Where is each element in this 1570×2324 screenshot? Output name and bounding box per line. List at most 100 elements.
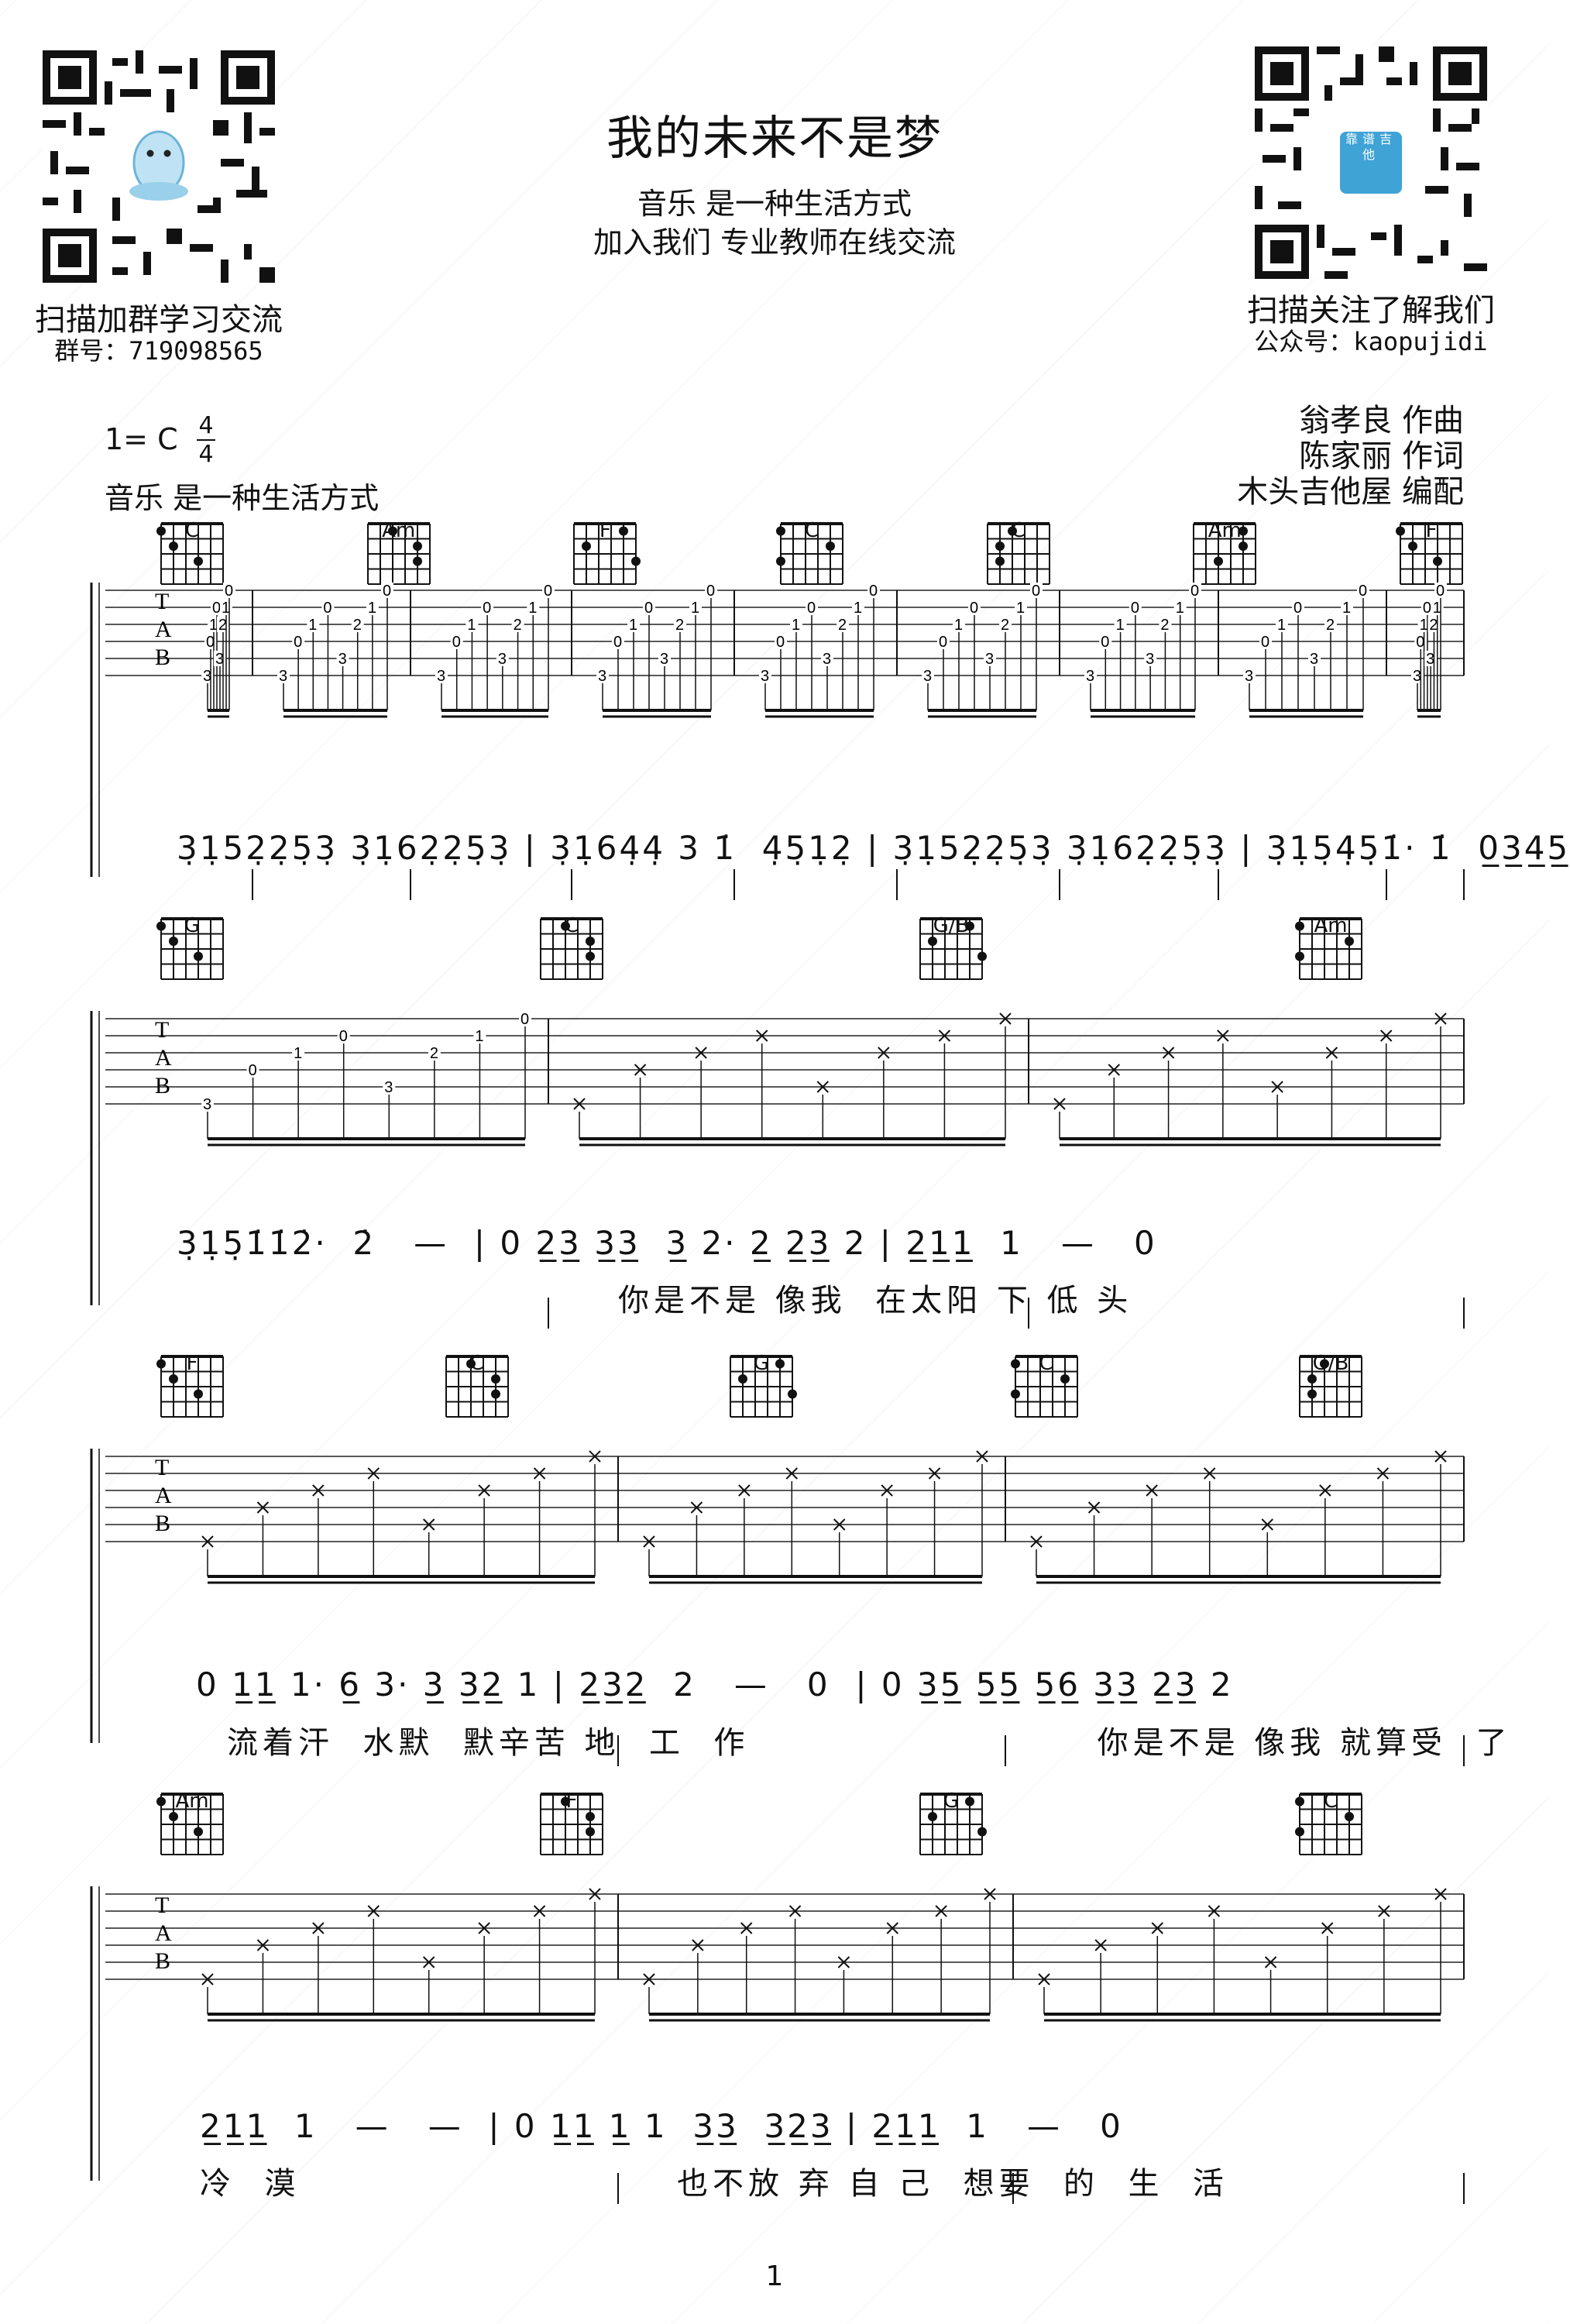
mute-x-mark	[1319, 1484, 1331, 1497]
fret-mask	[292, 1045, 305, 1061]
fret-number: 1	[368, 600, 376, 617]
chord-grid-icon	[1299, 1355, 1362, 1418]
mute-x-mark	[690, 1501, 703, 1514]
credits: 翁孝良 作曲 陈家丽 作词 木头吉他屋 编配	[1237, 403, 1464, 510]
fret-number: 2	[430, 1045, 438, 1062]
mute-x-mark	[1271, 1081, 1283, 1093]
fret-mask	[1114, 617, 1127, 632]
fret-number: 3	[1086, 668, 1094, 685]
chord-grid-icon	[919, 1793, 987, 1855]
fret-number: 3	[203, 1096, 211, 1113]
mute-x-mark	[816, 1081, 829, 1093]
time-top: 4	[198, 412, 214, 439]
mute-x-mark	[1108, 1064, 1120, 1076]
mute-x-mark	[740, 1922, 753, 1934]
fret-mask	[383, 1079, 396, 1095]
chord-grid-icon	[366, 522, 431, 585]
chord-grid-icon	[445, 1355, 509, 1418]
page-title: 我的未来不是梦	[606, 112, 943, 166]
fret-mask	[366, 600, 379, 615]
mute-x-mark	[1204, 1467, 1216, 1480]
chord-diagram: C	[533, 914, 610, 980]
qr-pattern-icon	[1255, 46, 1487, 279]
fret-number: 0	[1101, 634, 1109, 651]
chord-diagram: Am	[153, 1789, 231, 1855]
fret-number: 3	[1413, 668, 1421, 685]
fret-number: 0	[225, 583, 233, 600]
fret-mask	[1099, 634, 1112, 649]
mute-x-mark	[634, 1064, 647, 1076]
mute-x-mark	[935, 1905, 947, 1917]
mute-x-mark	[589, 1888, 601, 1900]
fret-mask	[351, 617, 364, 632]
fret-mask	[689, 600, 702, 615]
fret-number: 0	[970, 600, 978, 617]
fret-number: 1	[1277, 617, 1286, 634]
tab-clef-letter: A	[155, 617, 172, 642]
fret-number: 0	[1261, 634, 1269, 651]
fret-number: 1	[854, 600, 862, 617]
mute-x-mark	[312, 1484, 325, 1497]
fret-mask	[658, 651, 671, 666]
fret-mask	[201, 1096, 214, 1112]
lyrics-line: 冷 漠 也不放 弃 自 己 想要 的 生 活	[200, 2166, 1228, 2202]
mute-x-mark	[1380, 1030, 1393, 1042]
fret-mask	[1084, 668, 1097, 683]
fret-number: 2	[1001, 617, 1009, 634]
fret-mask	[473, 1028, 486, 1043]
time-divider	[197, 439, 215, 441]
fret-mask	[759, 668, 771, 683]
mute-x-mark	[1087, 1501, 1101, 1514]
chord-grid-icon	[1010, 1355, 1078, 1418]
fret-number: 0	[339, 1028, 348, 1045]
tab-staff: TAB	[90, 1449, 1465, 1766]
fret-mask	[922, 668, 934, 683]
mute-x-mark	[367, 1905, 380, 1917]
mute-x-mark	[1434, 1012, 1447, 1025]
credit-composer: 翁孝良 作曲	[1299, 403, 1464, 438]
mute-x-mark	[643, 1973, 655, 1985]
mute-x-mark	[256, 1501, 270, 1514]
mute-x-mark	[478, 1484, 490, 1497]
fret-number: 0	[483, 600, 491, 617]
qr-pattern-icon	[43, 50, 275, 283]
fret-mask	[596, 668, 609, 683]
tab-clef-letter: T	[155, 1017, 169, 1043]
chord-grid-icon	[1295, 917, 1362, 980]
tab-clef-letter: A	[155, 1483, 172, 1508]
mute-x-mark	[589, 1450, 601, 1463]
chord-grid-icon	[1193, 522, 1257, 585]
fret-number: 0	[939, 634, 947, 651]
mute-x-mark	[984, 1888, 996, 1900]
fret-number: 2	[218, 617, 227, 634]
account-text: 公众号：kaopujidi	[1254, 327, 1488, 356]
chord-grid-icon	[156, 1355, 224, 1418]
mute-x-mark	[928, 1467, 941, 1480]
mute-x-mark	[695, 1047, 707, 1059]
mute-x-mark	[1264, 1956, 1277, 1968]
fret-number: 2	[1160, 617, 1169, 634]
fret-mask	[1259, 634, 1272, 649]
right-qr-caption: 扫描关注了解我们	[1247, 293, 1495, 328]
mute-x-mark	[423, 1518, 435, 1531]
fret-mask	[999, 617, 1012, 632]
fret-number: 0	[520, 1011, 529, 1028]
time-bottom: 4	[198, 441, 214, 468]
chord-grid-icon	[1396, 522, 1463, 585]
mute-x-mark	[1261, 1518, 1273, 1531]
mute-x-mark	[533, 1905, 546, 1917]
tab-clef-letter: T	[155, 589, 169, 614]
fret-mask	[705, 583, 717, 598]
chord-grid-icon	[919, 917, 987, 980]
fret-number: 3	[1310, 651, 1318, 668]
fret-number: 3	[823, 651, 831, 668]
fret-number: 0	[776, 634, 785, 651]
fret-number: 0	[1359, 583, 1367, 600]
fret-mask	[1308, 651, 1321, 666]
